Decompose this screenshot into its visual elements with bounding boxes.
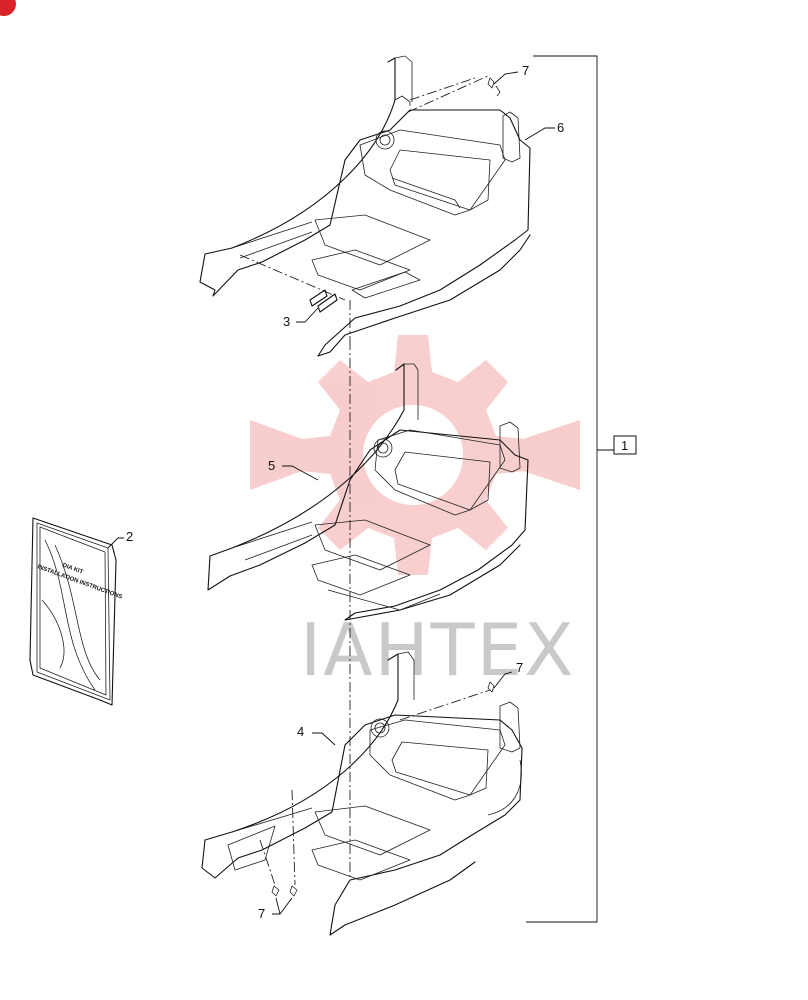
screw-icon	[271, 885, 298, 897]
leader-7b	[493, 671, 513, 689]
callout-3: 3	[283, 314, 290, 329]
screw-icon	[487, 77, 501, 97]
leader-6	[524, 127, 555, 141]
corner-badge	[0, 0, 16, 16]
installation-instructions-booklet: DIA KIT INSTALLATION INSTRUCTIONS	[29, 517, 123, 706]
centerline-bottom-c	[291, 789, 296, 886]
centerline-bottom-b	[259, 839, 276, 886]
callout-6: 6	[557, 120, 564, 135]
callout-5: 5	[268, 458, 275, 473]
callout-2: 2	[126, 529, 133, 544]
centerline-top-b	[409, 77, 476, 101]
callout-7b: 7	[516, 660, 523, 675]
leader-5	[282, 465, 319, 481]
callout-1: 1	[621, 438, 628, 453]
centerline-top-c	[239, 254, 346, 301]
console-frame-4	[201, 651, 523, 936]
centerline-bottom-a	[399, 689, 491, 721]
callout-4: 4	[297, 724, 304, 739]
centerline-top-a	[407, 74, 491, 113]
callout-1-box	[613, 435, 637, 455]
watermark-text: IAHTEX	[300, 608, 575, 692]
leader-7a	[493, 71, 519, 85]
leader-3	[296, 307, 319, 323]
console-cover-6	[199, 55, 531, 357]
console-base-5	[207, 363, 529, 621]
callout-7a: 7	[522, 63, 529, 78]
callout-7c: 7	[258, 906, 265, 921]
leader-4	[312, 732, 336, 746]
leader-7c	[272, 897, 293, 915]
leader-2	[107, 537, 124, 549]
foam-strip-3	[309, 289, 338, 313]
screw-icon	[487, 681, 495, 693]
watermark-gear-icon	[250, 335, 580, 575]
assembly-bracket	[526, 55, 637, 923]
